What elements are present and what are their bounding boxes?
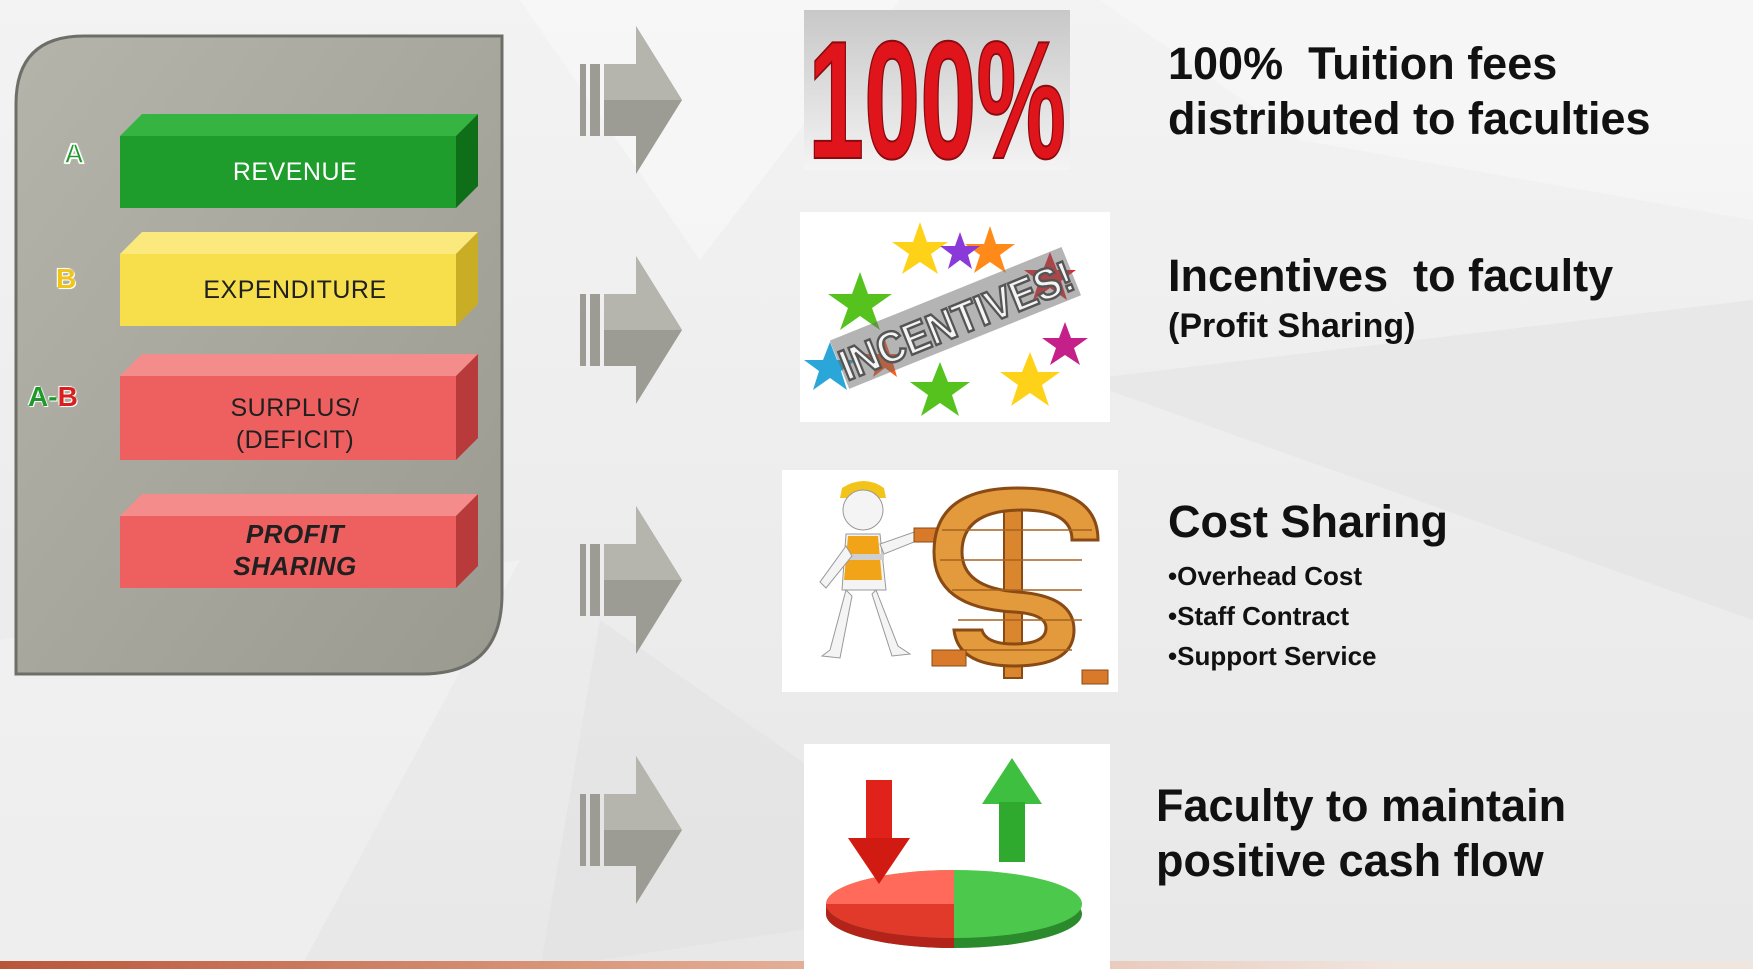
cash-flow-image — [804, 744, 1110, 969]
item3-bullets: •Overhead Cost •Staff Contract •Support … — [1168, 556, 1377, 676]
hundred-percent-image: 100% — [804, 10, 1070, 170]
pie-disc-icon — [826, 870, 1082, 948]
bullet-staff-contract: •Staff Contract — [1168, 601, 1349, 631]
bullet-support-service: •Support Service — [1168, 641, 1377, 671]
bullet-overhead-cost: •Overhead Cost — [1168, 561, 1363, 591]
budget-panel: A REVENUE B EXPENDITURE A-B SURPLUS/ (DE… — [14, 34, 504, 678]
arrow-up-icon — [982, 758, 1042, 862]
profit-sharing-block: PROFIT SHARING — [120, 494, 480, 594]
profit-label: PROFIT — [245, 519, 345, 549]
letter-b: B — [56, 263, 77, 294]
item2-heading: Incentives to faculty — [1168, 248, 1613, 303]
incentives-image: INCENTIVES! — [800, 212, 1110, 422]
arrow-right-icon — [580, 256, 682, 404]
item2-line1: Incentives to faculty — [1168, 250, 1614, 301]
expenditure-block: EXPENDITURE — [120, 232, 480, 332]
cost-sharing-image — [782, 470, 1118, 692]
deficit-label: (DEFICIT) — [235, 426, 355, 454]
arrow-right-icon — [580, 506, 682, 654]
item4-heading: Faculty to maintain positive cash flow — [1156, 778, 1566, 888]
item2-subheading: (Profit Sharing) — [1168, 307, 1416, 345]
hundred-percent-text: 100% — [808, 10, 1066, 170]
sharing-label: SHARING — [233, 551, 357, 581]
item4-line2: positive cash flow — [1156, 835, 1544, 886]
letter-a-minus-b: A-B — [28, 381, 78, 412]
item3-heading: Cost Sharing — [1168, 496, 1449, 547]
worker-icon — [819, 481, 943, 659]
item1-heading: 100% Tuition fees distributed to faculti… — [1168, 36, 1651, 146]
item4-line1: Faculty to maintain — [1156, 780, 1567, 831]
arrow-right-icon — [580, 756, 682, 904]
surplus-deficit-block: SURPLUS/ (DEFICIT) — [120, 354, 480, 466]
revenue-block: REVENUE — [120, 114, 480, 214]
item1-line1: 100% Tuition fees — [1168, 38, 1558, 89]
item1-line2: distributed to faculties — [1168, 93, 1651, 144]
letter-a: A — [63, 137, 85, 170]
dollar-sign-icon — [931, 486, 1109, 685]
revenue-label: REVENUE — [232, 158, 358, 186]
arrow-down-icon — [848, 780, 910, 884]
surplus-label: SURPLUS/ — [230, 394, 360, 422]
expenditure-label: EXPENDITURE — [203, 276, 387, 304]
arrow-right-icon — [580, 26, 682, 174]
